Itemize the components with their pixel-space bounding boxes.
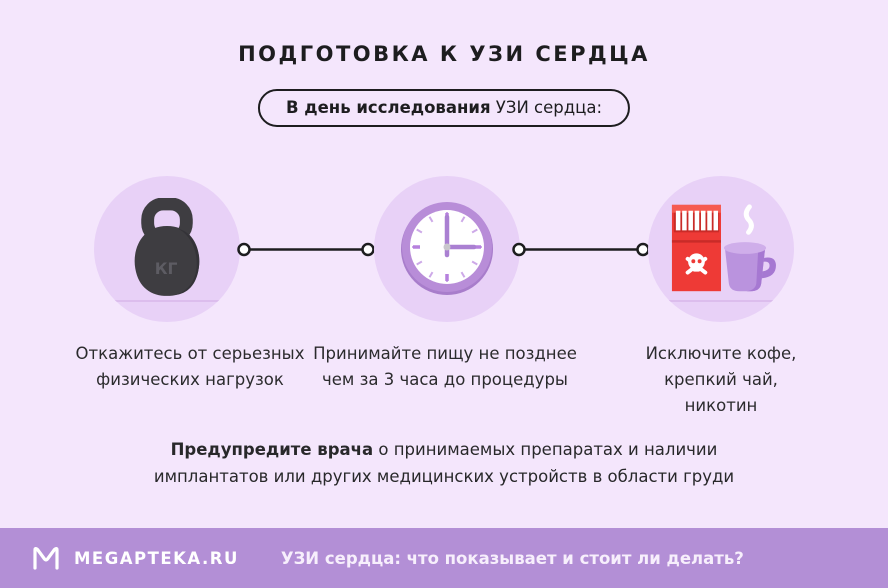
steam-icon: [743, 204, 754, 235]
connector-line-1: [237, 242, 375, 257]
footer-bar: MEGAPTEKA.RU УЗИ сердца: что показывает …: [0, 528, 888, 588]
clock-icon: [401, 202, 493, 295]
kettlebell-label: КГ: [155, 259, 178, 278]
step-circle-meal-timing: [374, 176, 520, 322]
doctor-warning-note-regular: о принимаемых препаратах и наличии импла…: [153, 440, 735, 486]
brand-name: MEGAPTEKA.RU: [74, 548, 239, 568]
step-circle-no-coffee-nicotine: [648, 176, 794, 322]
ground-line: [104, 299, 230, 302]
step-caption-no-coffee-nicotine: Исключите кофе, крепкий чай, никотин: [645, 344, 797, 415]
coffee-cup-icon: [723, 242, 776, 292]
connector-line-2: [512, 242, 650, 257]
page-title: ПОДГОТОВКА К УЗИ СЕРДЦА: [238, 42, 650, 66]
no-smoking-coffee-icon: [671, 204, 776, 292]
brand-logo: MEGAPTEKA.RU: [30, 542, 239, 574]
step-caption-physical-activity: Откажитесь от серьезных физических нагру…: [75, 344, 305, 389]
footer-headline: УЗИ сердца: что показывает и стоит ли де…: [280, 548, 744, 568]
subtitle-pill: В день исследования УЗИ сердца:: [257, 89, 631, 127]
step-circle-physical-activity: КГ: [94, 176, 240, 322]
kettlebell-icon: КГ: [134, 198, 200, 296]
doctor-warning-note-bold: Предупредите врача: [170, 440, 374, 459]
megapteka-logo-icon: [33, 547, 59, 570]
subtitle-pill-regular: УЗИ сердца:: [490, 98, 603, 117]
step-caption-meal-timing: Принимайте пищу не позднее чем за 3 часа…: [313, 344, 577, 389]
ground-line: [658, 299, 784, 302]
subtitle-pill-bold: В день исследования: [285, 98, 491, 117]
skull-icon: [685, 253, 708, 275]
doctor-warning-note: Предупредите врача о принимаемых препара…: [124, 436, 764, 490]
